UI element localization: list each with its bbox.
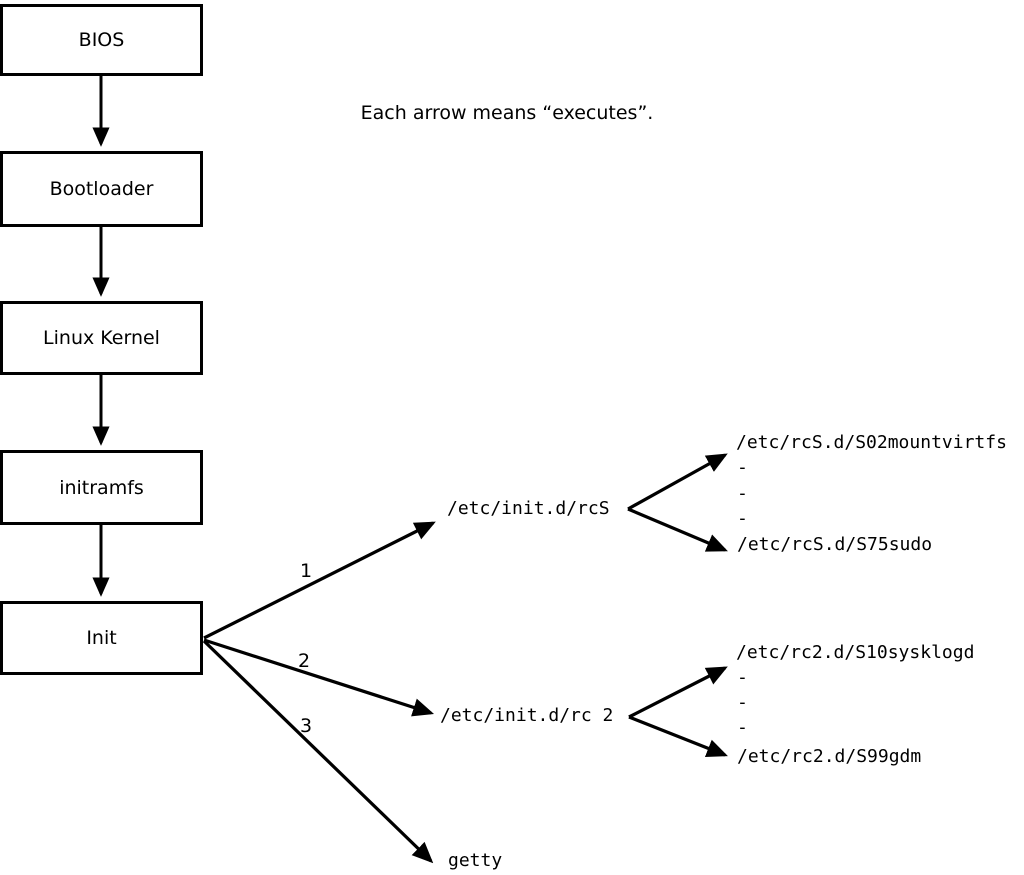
box-bios-label: BIOS — [78, 29, 125, 51]
arrow-label-2: 2 — [298, 650, 311, 672]
arrow-init-to-getty — [202, 639, 434, 864]
node-etc-init-d-rcS: /etc/init.d/rcS — [447, 498, 610, 519]
box-bootloader: Bootloader — [0, 151, 203, 227]
box-initramfs: initramfs — [0, 450, 203, 525]
node-rcS-child-ellipsis-3: - — [737, 508, 748, 529]
box-bootloader-label: Bootloader — [49, 178, 154, 200]
arrow-rc2-to-s99gdm — [628, 715, 728, 758]
box-linux-kernel: Linux Kernel — [0, 301, 203, 375]
node-rcS-child-ellipsis-1: - — [737, 457, 748, 478]
arrow-label-1: 1 — [300, 560, 313, 582]
node-getty: getty — [448, 850, 503, 871]
node-rcS-child-ellipsis-2: - — [737, 483, 748, 504]
node-rc2-child-ellipsis-3: - — [737, 717, 748, 738]
node-rcS-child-s02mountvirtfs: /etc/rcS.d/S02mountvirtfs — [736, 432, 1007, 453]
box-init-label: Init — [86, 627, 117, 649]
arrow-init-to-rc2 — [203, 638, 435, 717]
node-etc-init-d-rc2: /etc/init.d/rc 2 — [440, 705, 614, 726]
node-rc2-child-s10sysklogd: /etc/rc2.d/S10sysklogd — [736, 642, 975, 663]
arrow-rcS-to-s75sudo — [627, 507, 728, 552]
box-initramfs-label: initramfs — [59, 476, 144, 499]
arrow-rcS-to-s02mountvirtfs — [627, 453, 728, 511]
caption-executes: Each arrow means “executes”. — [360, 102, 654, 124]
box-linux-kernel-label: Linux Kernel — [43, 327, 160, 349]
node-rc2-child-ellipsis-2: - — [737, 692, 748, 713]
node-rc2-child-ellipsis-1: - — [737, 667, 748, 688]
node-rc2-child-s99gdm: /etc/rc2.d/S99gdm — [737, 746, 922, 767]
arrow-init-to-rcS — [203, 521, 436, 640]
arrow-label-3: 3 — [300, 715, 313, 737]
box-init: Init — [0, 601, 203, 675]
node-rcS-child-s75sudo: /etc/rcS.d/S75sudo — [737, 534, 933, 555]
arrow-rc2-to-s10sysklogd — [628, 666, 728, 719]
box-bios: BIOS — [0, 4, 203, 76]
